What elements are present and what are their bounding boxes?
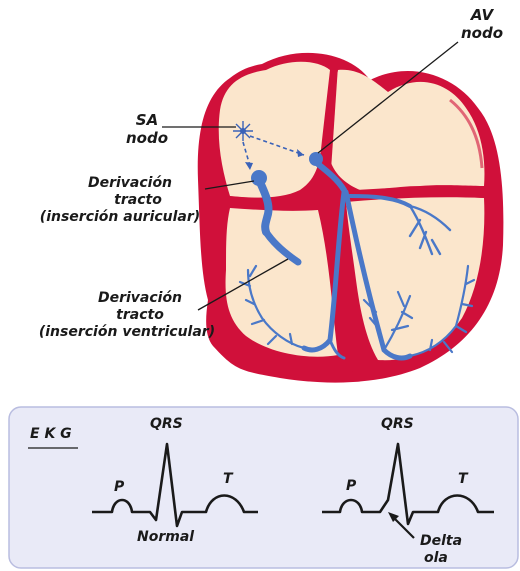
normal-t-label: T bbox=[223, 471, 234, 487]
ventricular-tract-label: Derivación tracto (inserción ventricular… bbox=[39, 290, 215, 340]
wpw-p-label: P bbox=[346, 478, 357, 494]
atrial-tract-line1: Derivación bbox=[88, 175, 172, 191]
sa-node-label: SA nodo bbox=[126, 111, 168, 147]
left-atrium bbox=[330, 70, 484, 190]
av-node-label: AV nodo bbox=[461, 6, 503, 42]
ventricular-tract-line2: tracto bbox=[116, 307, 164, 323]
atrial-tract-line3: (inserción auricular) bbox=[40, 209, 200, 225]
av-label-line1: AV bbox=[470, 6, 495, 24]
delta-label-line2: ola bbox=[424, 550, 448, 566]
wpw-qrs-label: QRS bbox=[381, 416, 414, 432]
normal-p-label: P bbox=[114, 479, 125, 495]
av-label-line2: nodo bbox=[461, 24, 503, 42]
delta-label-line1: Delta bbox=[420, 533, 462, 549]
sa-node bbox=[233, 121, 253, 141]
ventricular-tract-line3: (inserción ventricular) bbox=[39, 324, 215, 340]
sa-label-line1: SA bbox=[136, 111, 158, 129]
ventricular-tract-line1: Derivación bbox=[98, 290, 182, 306]
wpw-t-label: T bbox=[458, 471, 469, 487]
ekg-panel: E K G P QRS T Normal P QRS T Delta ola bbox=[9, 407, 518, 568]
normal-caption: Normal bbox=[137, 529, 194, 545]
atrial-tract-label: Derivación tracto (inserción auricular) bbox=[40, 175, 200, 225]
atrial-tract-line2: tracto bbox=[114, 192, 162, 208]
normal-qrs-label: QRS bbox=[150, 416, 183, 432]
sa-label-line2: nodo bbox=[126, 129, 168, 147]
ekg-title: E K G bbox=[30, 426, 72, 442]
